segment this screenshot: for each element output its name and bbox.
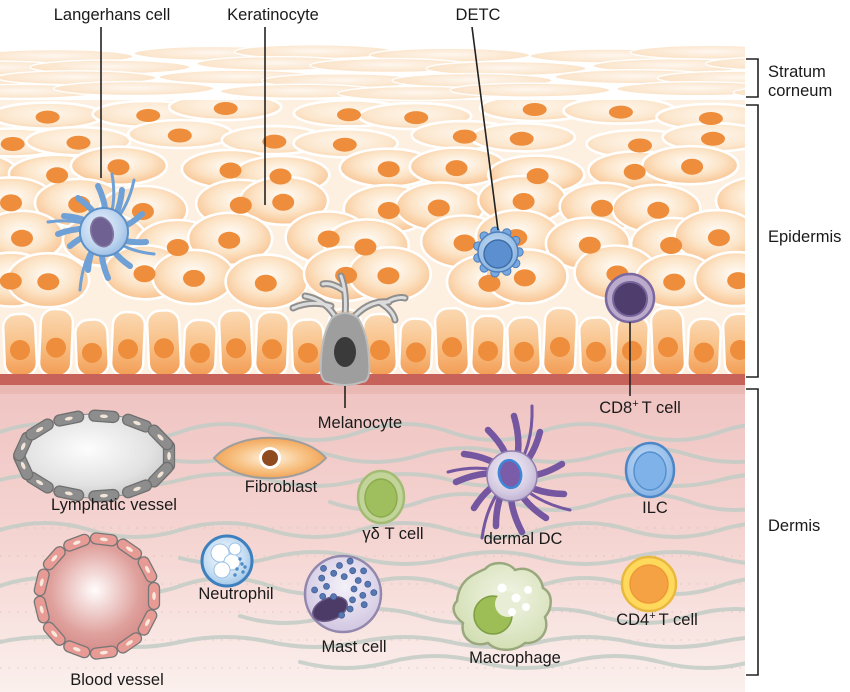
callout-lines	[100, 26, 631, 408]
langerhans-cell	[46, 172, 156, 292]
lymphatic-vessel	[13, 409, 176, 503]
melanocyte-label: Melanocyte	[318, 414, 402, 432]
keratinocyte-label: Keratinocyte	[227, 6, 319, 24]
dermal-dc-cell	[446, 404, 572, 540]
lymphatic-vessel-label: Lymphatic vessel	[51, 496, 177, 514]
dermis-bracket	[746, 388, 759, 676]
ilc-cell	[624, 441, 676, 499]
gamma-delta-t-cell	[356, 469, 406, 525]
layer-brackets	[746, 58, 759, 676]
cd8-label: CD8+T cell	[599, 398, 681, 417]
ilc-label: ILC	[642, 499, 668, 517]
melanocyte-cell	[289, 272, 409, 386]
blood-vessel-label: Blood vessel	[70, 671, 164, 689]
blood-vessel	[33, 532, 161, 660]
basement-membrane	[0, 374, 745, 385]
epidermis-label: Epidermis	[768, 228, 841, 246]
cd4-t-cell	[620, 555, 678, 613]
dermis-label: Dermis	[768, 517, 820, 535]
stratum-corneum-flakes	[0, 43, 745, 102]
macrophage-label: Macrophage	[469, 649, 561, 667]
neutrophil-label: Neutrophil	[198, 585, 273, 603]
detc-cell	[473, 226, 524, 278]
cd8-t-cell	[604, 272, 656, 324]
stratum-corneum-label-line1: Stratum	[768, 63, 826, 81]
langerhans-label: Langerhans cell	[54, 6, 171, 24]
mast-cell	[303, 554, 383, 634]
cd4-label: CD4+T cell	[616, 610, 698, 629]
stratum-corneum-bracket	[746, 58, 759, 98]
dermal-dc-label: dermal DC	[484, 530, 563, 548]
macrophage-cell	[452, 561, 552, 651]
mast-cell-label: Mast cell	[321, 638, 386, 656]
fibroblast-label: Fibroblast	[245, 478, 318, 496]
stratum-corneum-label-line2: corneum	[768, 82, 832, 100]
epidermis-bracket	[746, 104, 759, 378]
neutrophil-cell	[200, 534, 254, 588]
keratinocyte-nuclei	[0, 102, 745, 292]
gamma-delta-t-cell-label: γδ T cell	[362, 525, 423, 543]
fibroblast-cell	[212, 436, 328, 480]
detc-label: DETC	[456, 6, 501, 24]
